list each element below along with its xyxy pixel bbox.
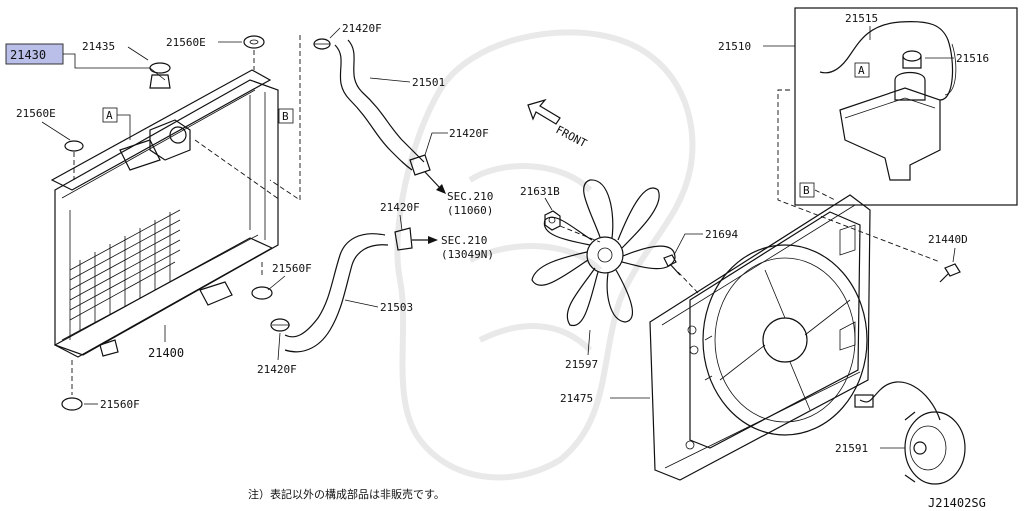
dash-b-fan-2 (814, 189, 836, 201)
sec-lower-line2[interactable]: (13049N) (441, 248, 494, 261)
arrow-sec-upper-head (436, 184, 446, 194)
dash-fan-nut (559, 225, 601, 243)
upper-hose[interactable] (334, 39, 425, 171)
label-21501[interactable]: 21501 (412, 76, 445, 89)
cooling-fan[interactable] (531, 179, 676, 327)
mount-rubber-right[interactable] (251, 262, 273, 300)
radiator-core-hatch (69, 209, 181, 330)
label-21516[interactable]: 21516 (956, 52, 989, 65)
label-21420f-mid[interactable]: 21420F (449, 127, 489, 140)
fan-shroud[interactable] (649, 194, 871, 481)
reservoir-box (794, 7, 1018, 206)
reservoir-hose[interactable] (819, 20, 957, 101)
leader-21694 (673, 233, 703, 256)
leader-21501 (369, 77, 411, 83)
leader-21503 (344, 299, 379, 308)
label-21435[interactable]: 21435 (82, 40, 115, 53)
marker-b-fan-box (799, 182, 815, 198)
label-21560e-left[interactable]: 21560E (16, 107, 56, 120)
fan-nut[interactable] (544, 210, 561, 231)
label-21631b[interactable]: 21631B (520, 185, 560, 198)
marker-a-tank: A (858, 64, 865, 77)
label-21420f-bottom[interactable]: 21420F (257, 363, 297, 376)
label-21503[interactable]: 21503 (380, 301, 413, 314)
mount-rubber-top[interactable] (243, 35, 265, 70)
footnote: 注）表記以外の構成部品は非販売です。 (248, 487, 445, 501)
arrow-sec-lower-head (428, 236, 438, 244)
label-21510[interactable]: 21510 (718, 40, 751, 53)
mount-rubber-bottom[interactable] (61, 360, 83, 411)
dash-radiator-hose (194, 139, 281, 201)
hose-clamp-lower[interactable] (394, 227, 413, 251)
shroud-bolt[interactable] (663, 254, 681, 276)
arrow-sec-upper-line (424, 171, 441, 189)
dash-bolt (677, 271, 701, 296)
sec-upper-line1[interactable]: SEC.210 (447, 190, 493, 203)
hose-clamp-top[interactable] (313, 38, 331, 50)
front-arrow (527, 98, 561, 125)
label-21420f-lower[interactable]: 21420F (380, 201, 420, 214)
leader-a-left (117, 114, 131, 140)
label-21560f-bottom[interactable]: 21560F (100, 398, 140, 411)
hose-clamp-mid[interactable] (409, 154, 431, 176)
leader-21560e-left (41, 121, 71, 141)
sec-upper-line2[interactable]: (11060) (447, 204, 493, 217)
leader-21597 (587, 329, 591, 356)
label-21420f-top[interactable]: 21420F (342, 22, 382, 35)
radiator[interactable] (50, 69, 279, 358)
leader-21420f-top (329, 27, 341, 39)
label-21560e-top[interactable]: 21560E (166, 36, 206, 49)
leader-21560f-right (267, 275, 286, 291)
lower-hose[interactable] (284, 233, 389, 353)
label-21515[interactable]: 21515 (845, 12, 878, 25)
hose-clamp-bottom[interactable] (270, 318, 290, 332)
label-21694[interactable]: 21694 (705, 228, 738, 241)
mount-rubber-left[interactable] (64, 140, 84, 180)
dash-b-fan (777, 89, 941, 263)
sec-lower-line1[interactable]: SEC.210 (441, 234, 487, 247)
dash-b-radiator (269, 35, 301, 201)
label-21560f-right[interactable]: 21560F (272, 262, 312, 275)
reservoir-tank[interactable] (839, 50, 941, 181)
diagram-code: J21402SG (928, 496, 986, 510)
marker-a-tank-box (854, 62, 870, 78)
marker-b-radiator: B (282, 110, 289, 123)
label-21597[interactable]: 21597 (565, 358, 598, 371)
shroud-bolt-side[interactable] (939, 263, 961, 283)
label-21430[interactable]: 21430 (10, 48, 46, 62)
marker-a-left: A (106, 109, 113, 122)
label-21475[interactable]: 21475 (560, 392, 593, 405)
leader-21631b (544, 197, 553, 211)
leader-21420f-bottom (277, 332, 281, 361)
label-21400: 21400 (148, 346, 184, 360)
watermark-emblem (394, 29, 696, 481)
marker-b-radiator-box (278, 108, 294, 124)
leader-21435 (127, 46, 149, 61)
fan-motor[interactable] (854, 381, 966, 485)
label-21591[interactable]: 21591 (835, 442, 868, 455)
marker-b-fan: B (803, 184, 810, 197)
leader-21440d (952, 247, 956, 263)
leader-21420f-lower (399, 214, 403, 231)
radiator-cap[interactable] (149, 62, 171, 89)
label-21440d[interactable]: 21440D (928, 233, 968, 246)
leader-21420f-mid (424, 132, 448, 156)
front-label: FRONT (554, 123, 590, 150)
